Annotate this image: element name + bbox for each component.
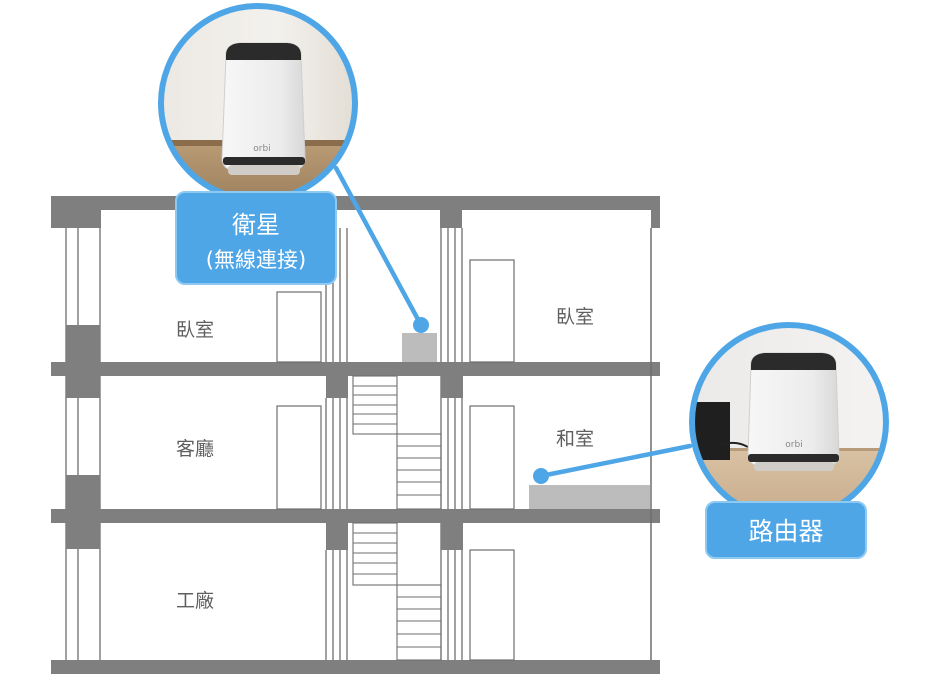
router-photo: orbi — [689, 322, 889, 522]
stairwell-walls — [325, 228, 463, 660]
satellite-connector-line — [333, 165, 424, 328]
left-wall — [65, 228, 101, 660]
stairs-upper — [352, 375, 442, 510]
satellite-callout-subtitle: (無線連接) — [206, 248, 306, 272]
doors — [276, 259, 515, 661]
orbi-logo-satellite: orbi — [253, 144, 270, 154]
left-pillar-top — [66, 325, 100, 362]
roof-beam-right — [440, 210, 462, 228]
door-bedroom-right — [469, 259, 515, 363]
room-label-workshop: 工廠 — [176, 589, 214, 612]
router-location-dot — [533, 468, 549, 484]
satellite-location-dot — [413, 317, 429, 333]
roof-eave-left — [51, 210, 101, 228]
floor-slab-1 — [51, 509, 660, 523]
satellite-photo: orbi — [158, 3, 358, 203]
door-japanese-room — [469, 405, 515, 510]
room-label-living-room: 客廳 — [176, 438, 214, 460]
center-beam-mid-right — [441, 376, 463, 398]
orbi-device-icon: orbi — [747, 352, 840, 471]
left-pillar-mid-a — [66, 376, 100, 398]
center-beam-low-left — [326, 523, 348, 550]
left-pillar-low — [66, 523, 100, 549]
satellite-shelf — [402, 333, 437, 362]
router-connector-line — [538, 443, 693, 479]
stairs-lower — [352, 522, 442, 661]
room-label-bedroom-left: 臥室 — [176, 319, 214, 341]
ground-slab — [51, 660, 660, 674]
router-callout: 路由器 — [705, 501, 867, 559]
room-label-bedroom-right: 臥室 — [556, 306, 594, 328]
satellite-callout-title: 衛星 — [232, 211, 280, 239]
floor-slab-2 — [51, 362, 660, 376]
roof-cap-right — [651, 210, 660, 228]
center-beam-mid-left — [326, 376, 348, 398]
door-bedroom-left — [276, 291, 322, 363]
center-beam-low-right — [441, 523, 463, 550]
door-living-room — [276, 405, 322, 510]
left-pillar-mid-b — [66, 475, 100, 509]
router-callout-title: 路由器 — [748, 517, 823, 546]
orbi-logo-router: orbi — [785, 440, 802, 450]
room-label-japanese-room: 和室 — [556, 428, 594, 450]
satellite-callout: 衛星 (無線連接) — [175, 191, 337, 285]
router-table — [529, 485, 650, 509]
door-workshop — [469, 549, 515, 661]
orbi-device-icon: orbi — [221, 42, 306, 175]
